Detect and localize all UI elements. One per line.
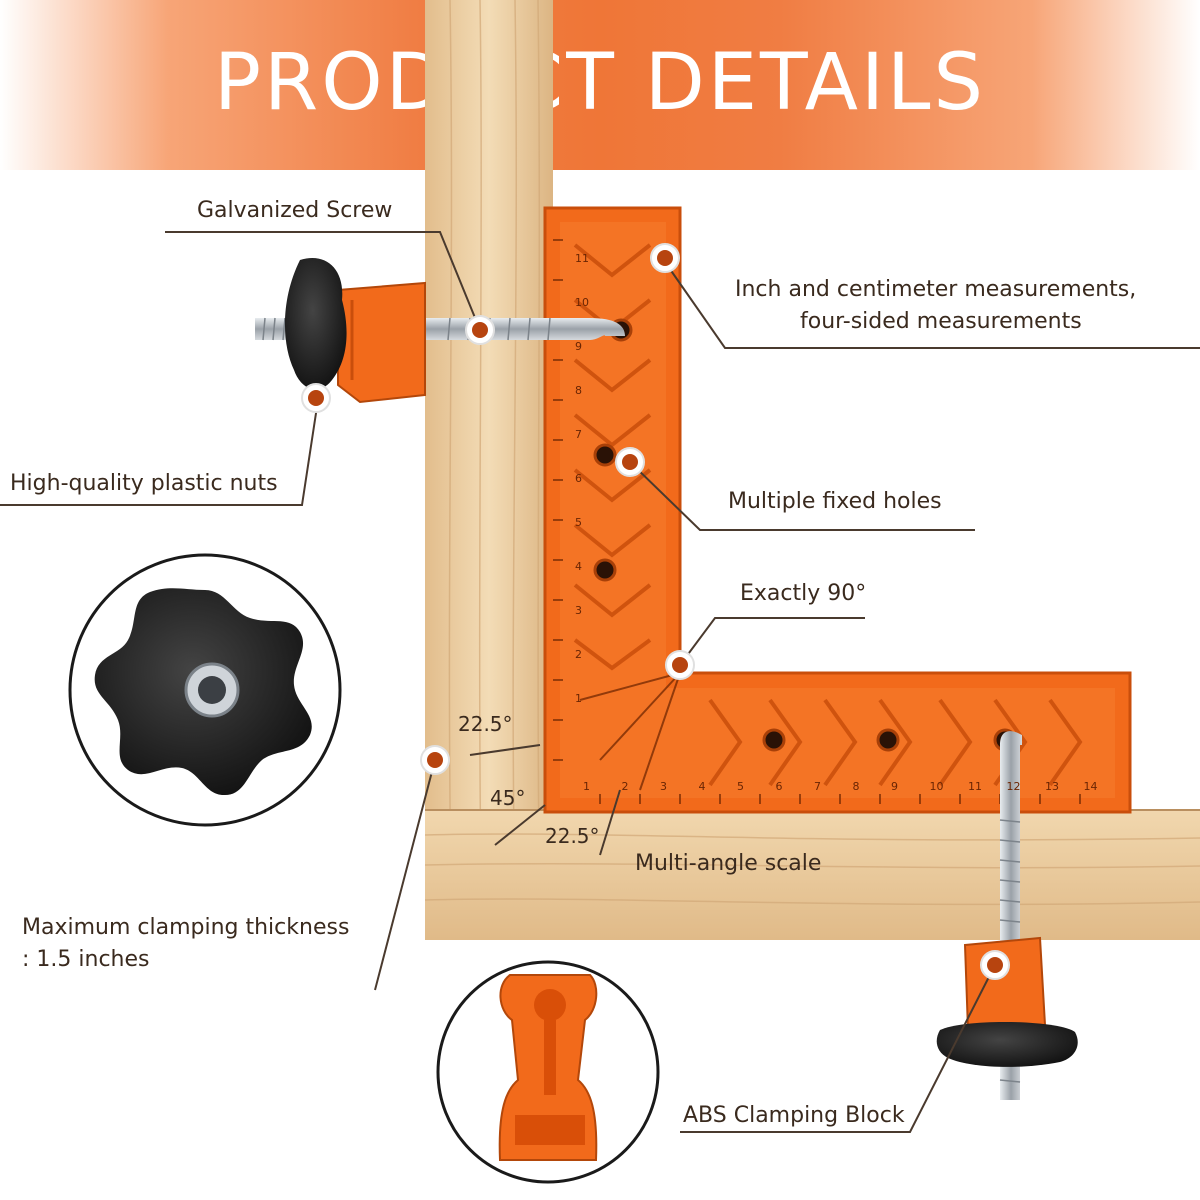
horizontal-scale-number: 11	[968, 780, 982, 793]
horizontal-scale-number: 2	[622, 780, 629, 793]
banner-title: PRODUCT DETAILS	[214, 38, 986, 128]
vertical-scale-number: 1	[575, 692, 582, 705]
label-exactly-90: Exactly 90°	[740, 581, 867, 606]
horizontal-scale-number: 14	[1084, 780, 1098, 793]
horizontal-scale-number: 13	[1045, 780, 1059, 793]
horizontal-scale-number: 10	[930, 780, 944, 793]
vertical-scale-number: 8	[575, 384, 582, 397]
horizontal-scale-number: 9	[891, 780, 898, 793]
label-inch-cm-line1: Inch and centimeter measurements,	[735, 277, 1137, 302]
vertical-scale-number: 9	[575, 340, 582, 353]
label-inch-cm-line2: four-sided measurements	[800, 309, 1082, 334]
label-galvanized-screw: Galvanized Screw	[197, 198, 393, 223]
vertical-scale-number: 10	[575, 296, 589, 309]
plastic-nut-top	[337, 281, 426, 404]
callout-dots	[301, 243, 1010, 980]
horizontal-scale-number: 7	[814, 780, 821, 793]
vertical-scale-number: 5	[575, 516, 582, 529]
vertical-scale-number: 2	[575, 648, 582, 661]
wood-vertical-board	[425, 0, 553, 941]
knob-closeup-circle	[68, 553, 342, 827]
plastic-nut-bottom	[963, 936, 1047, 1032]
label-angle-22-5-top: 22.5°	[458, 712, 513, 736]
horizontal-scale-number: 12	[1007, 780, 1021, 793]
horizontal-scale-number: 3	[660, 780, 667, 793]
vertical-scale-numbers: 11 10 9 8 7 6 5 4 3 2 1	[575, 252, 589, 705]
corner-clamp-square	[543, 206, 1132, 814]
horizontal-scale-number: 5	[737, 780, 744, 793]
vertical-scale-number: 11	[575, 252, 589, 265]
label-multi-angle-scale: Multi-angle scale	[635, 851, 822, 876]
label-abs-clamping-block: ABS Clamping Block	[683, 1103, 905, 1128]
title-banner	[0, 0, 1200, 170]
black-knob-top	[284, 257, 347, 390]
horizontal-scale-number: 4	[699, 780, 706, 793]
horizontal-scale-number: 8	[853, 780, 860, 793]
vertical-scale-number: 4	[575, 560, 582, 573]
abs-block-closeup-circle	[436, 960, 660, 1184]
label-fixed-holes: Multiple fixed holes	[728, 489, 942, 514]
callout-lines	[0, 231, 1200, 1133]
horizontal-scale-number: 1	[583, 780, 590, 793]
vertical-scale-number: 6	[575, 472, 582, 485]
black-knob-bottom	[936, 1021, 1078, 1067]
label-max-thickness-line2: : 1.5 inches	[22, 947, 150, 972]
vertical-scale-number: 7	[575, 428, 582, 441]
vertical-scale-number: 3	[575, 604, 582, 617]
horizontal-scale-number: 6	[776, 780, 783, 793]
label-angle-45: 45°	[490, 786, 526, 810]
label-plastic-nuts: High-quality plastic nuts	[10, 471, 278, 496]
label-max-thickness-line1: Maximum clamping thickness	[22, 915, 350, 940]
label-angle-22-5-bottom: 22.5°	[545, 824, 600, 848]
